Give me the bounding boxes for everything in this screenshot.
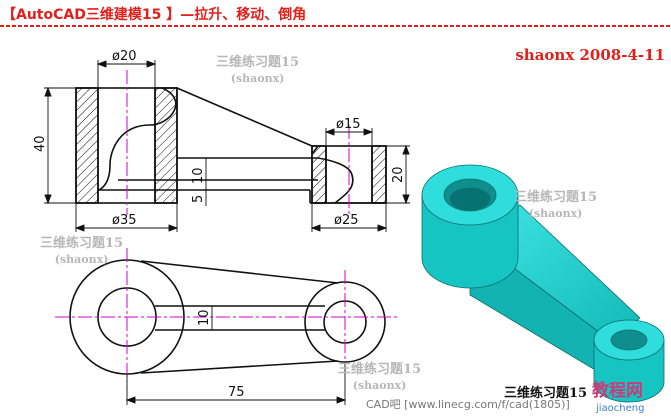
- page-title: 【AutoCAD三维建模15 】—拉升、移动、倒角: [2, 7, 307, 23]
- dimension-lines: [44, 60, 410, 405]
- title-divider: [0, 25, 671, 27]
- dim-plan-10: 10: [197, 309, 212, 326]
- site-logo-sub: jiaocheng: [596, 403, 645, 414]
- dimension-texts: ø20 ø15 40 20 10 5 ø35 ø25 10 75: [33, 49, 406, 400]
- dim-web-5: 5: [191, 195, 206, 203]
- watermark: 三维练习题15 (shaonx): [338, 362, 422, 392]
- dim-height-20: 20: [391, 166, 406, 183]
- plan-tangent-top: [140, 260, 339, 284]
- watermark: 三维练习题15 (shaonx): [514, 190, 598, 220]
- site-logo: 教程网: [592, 381, 643, 401]
- dim-height-40: 40: [33, 135, 48, 152]
- author-date: shaonx 2008-4-11: [515, 46, 665, 64]
- left-boss-hatch-right: [154, 87, 178, 204]
- dim-small-hole: ø15: [336, 117, 361, 132]
- center-lines: [55, 70, 400, 390]
- dim-top-hole: ø20: [112, 49, 137, 64]
- dim-base-25: ø25: [334, 213, 359, 228]
- watermark: 三维练习题15 (shaonx): [40, 236, 124, 266]
- watermark: 三维练习题15 (shaonx): [216, 55, 300, 85]
- site-watermark: CAD吧 [www.linecg.com/f/cad(1805)]: [366, 398, 570, 411]
- dim-web-10: 10: [191, 167, 206, 184]
- footer-label: 三维练习题15: [504, 386, 588, 401]
- dim-base-35: ø35: [112, 213, 137, 228]
- model-3d-render: [421, 164, 665, 403]
- front-view: [75, 87, 387, 204]
- left-boss-hatch-left: [75, 87, 99, 204]
- plan-tangent-bottom: [140, 360, 339, 374]
- dim-plan-75: 75: [228, 385, 245, 400]
